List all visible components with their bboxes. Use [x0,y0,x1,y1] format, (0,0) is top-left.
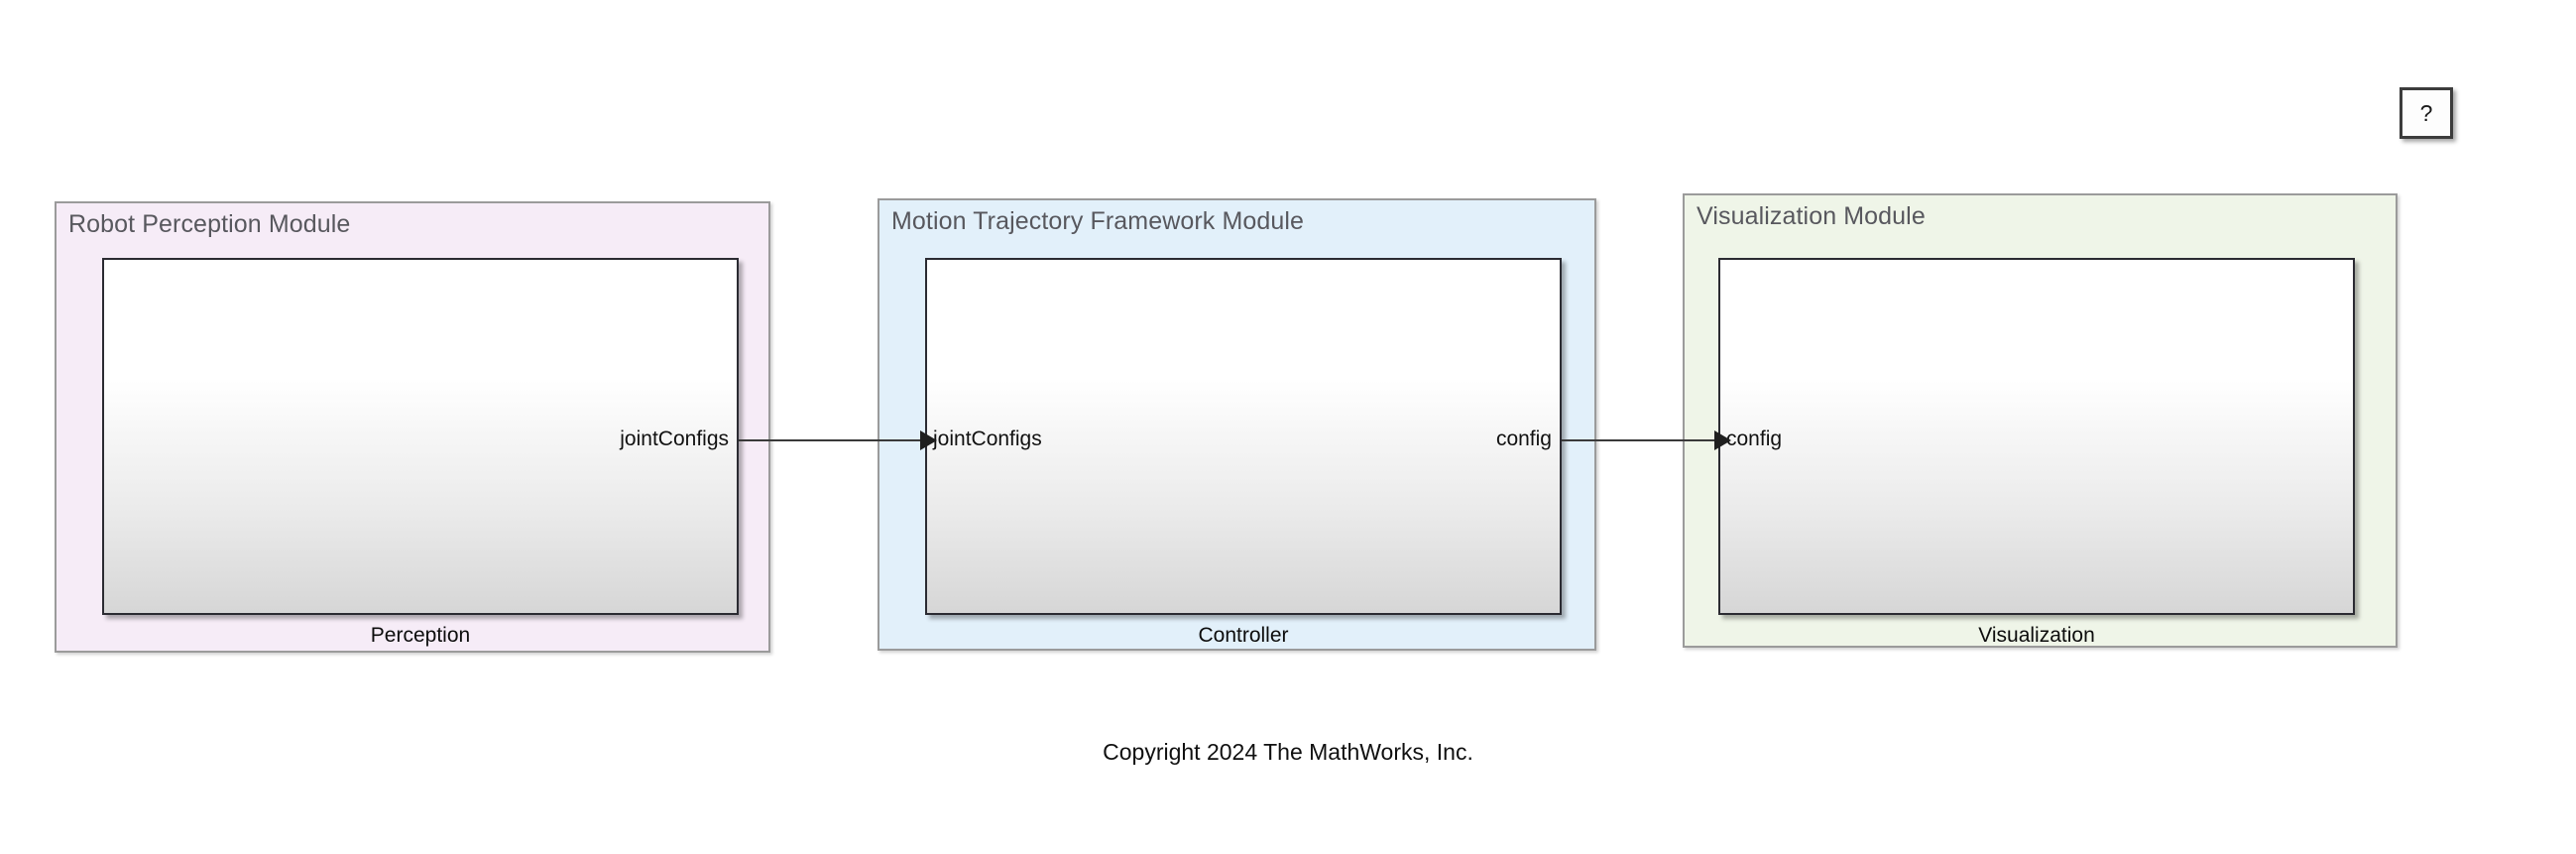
subsystem-block-visualization[interactable] [1718,258,2355,615]
block-label-controller: Controller [1198,624,1289,647]
input-port-label-jointconfigs: jointConfigs [933,427,1042,450]
subsystem-block-controller[interactable] [925,258,1562,615]
area-title-visualization-module: Visualization Module [1697,202,1926,230]
input-port-label-config: config [1726,427,1783,450]
signal-arrowhead-jointconfigs [920,430,937,450]
help-question-mark-icon[interactable]: ? [2400,87,2453,139]
area-title-motion-trajectory-framework-module: Motion Trajectory Framework Module [891,207,1305,235]
output-port-label-jointconfigs: jointConfigs [620,427,729,450]
subsystem-block-perception[interactable] [102,258,739,615]
area-title-robot-perception-module: Robot Perception Module [68,210,351,238]
copyright-text: Copyright 2024 The MathWorks, Inc. [1103,739,1473,765]
signal-line-config[interactable] [1562,439,1718,441]
signal-arrowhead-config [1714,430,1731,450]
block-label-visualization: Visualization [1978,624,2095,647]
block-label-perception: Perception [370,624,471,647]
output-port-label-config: config [1495,427,1552,450]
signal-line-jointconfigs[interactable] [739,439,924,441]
